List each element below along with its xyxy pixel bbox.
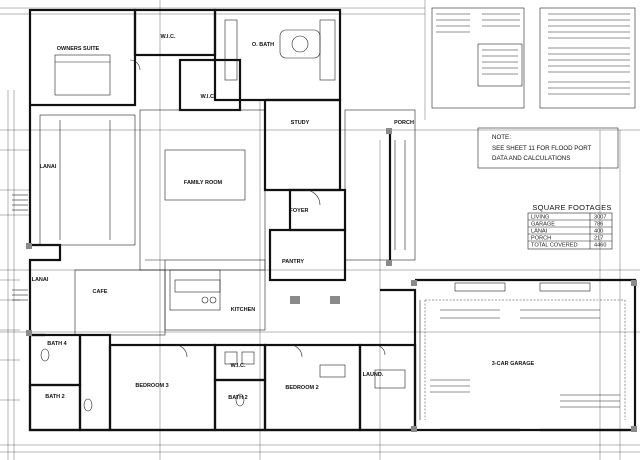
room-pantry: PANTRY	[282, 259, 304, 265]
note-line-2: SEE SHEET 11 FOR FLOOD PORT	[492, 145, 592, 152]
room-owners-bath: O. BATH	[252, 42, 274, 48]
room-3-car-garage: 3-CAR GARAGE	[492, 361, 535, 367]
sqft-value-living: 3007	[594, 215, 606, 221]
room-wic-mid: W.I.C.	[201, 94, 216, 100]
room-owners-suite: OWNERS SUITE	[57, 46, 100, 52]
room-family-room: FAMILY ROOM	[184, 180, 223, 186]
sqft-label-living: LIVING	[531, 215, 549, 221]
sqft-value-total: 4460	[594, 243, 606, 249]
room-bedroom-3: BEDROOM 3	[135, 383, 168, 389]
room-laundry: LAUND.	[363, 372, 384, 378]
sqft-label-total: TOTAL COVERED	[531, 243, 578, 249]
sqft-value-lanai: 400	[594, 229, 603, 235]
room-foyer: FOYER	[290, 208, 309, 214]
room-wic-lower: W.I.C.	[231, 363, 246, 369]
room-bath-2-mid: BATH 2	[228, 395, 247, 401]
structural-columns	[26, 128, 637, 432]
square-footages-table: SQUARE FOOTAGES LIVING 3007 GARAGE 786 L…	[527, 203, 613, 250]
square-footages-title: SQUARE FOOTAGES	[532, 203, 611, 212]
room-study: STUDY	[291, 120, 310, 126]
spec-notes-block	[431, 7, 636, 109]
fixtures	[12, 19, 591, 412]
room-bedroom-2: BEDROOM 2	[285, 385, 318, 391]
room-wic-top: W.I.C.	[161, 34, 176, 40]
room-porch: PORCH	[394, 120, 414, 126]
note-line-3: DATA AND CALCULATIONS	[492, 155, 570, 162]
sqft-value-garage: 786	[594, 222, 603, 228]
room-bath-2-left: BATH 2	[45, 394, 64, 400]
room-lanai-lower: LANAI	[32, 277, 49, 283]
sqft-label-garage: GARAGE	[531, 222, 555, 228]
room-bath-4: BATH 4	[47, 341, 67, 347]
room-lanai-left: LANAI	[40, 164, 57, 170]
flood-port-note: NOTE: SEE SHEET 11 FOR FLOOD PORT DATA A…	[477, 127, 619, 169]
room-labels: OWNERS SUITE W.I.C. O. BATH W.I.C. STUDY…	[32, 34, 535, 401]
sqft-value-porch: 217	[594, 236, 603, 242]
walls	[28, 8, 637, 432]
room-kitchen: KITCHEN	[231, 307, 255, 313]
room-cafe: CAFE	[93, 289, 108, 295]
minor-annotations	[59, 120, 620, 420]
sqft-label-porch: PORCH	[531, 236, 551, 242]
sqft-label-lanai: LANAI	[531, 229, 548, 235]
note-heading: NOTE:	[492, 134, 511, 141]
